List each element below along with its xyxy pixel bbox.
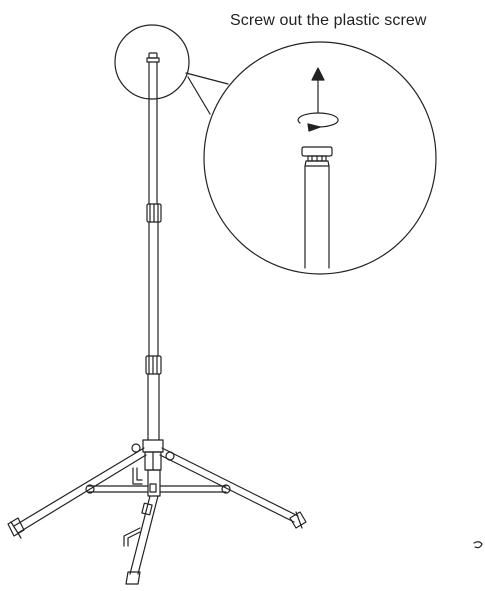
rotate-arrow-icon xyxy=(297,112,339,132)
magnified-detail-view xyxy=(203,41,437,275)
callout-leader-lines xyxy=(185,72,229,115)
tripod-leg-front xyxy=(125,495,159,585)
instruction-caption: Screw out the plastic screw xyxy=(230,12,427,29)
detail-callout-circle xyxy=(114,24,190,100)
adjustment-knob-left xyxy=(132,467,143,485)
tripod-leg-left xyxy=(7,443,149,539)
tripod-pole xyxy=(142,52,164,497)
adjustment-knob-front xyxy=(123,527,141,547)
partial-fragment xyxy=(473,541,483,549)
tripod-leg-right xyxy=(159,447,307,529)
up-arrow-icon xyxy=(311,67,325,113)
